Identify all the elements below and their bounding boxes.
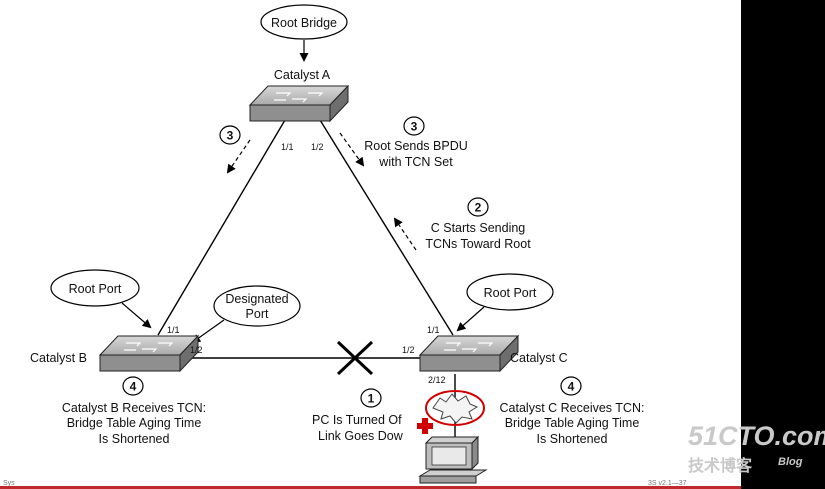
watermark-line1: 51CTO.com xyxy=(688,421,825,451)
catalyst-c-caption-line2: Bridge Table Aging Time xyxy=(505,416,640,430)
root-bridge-label: Root Bridge xyxy=(271,16,337,30)
step-3-right-dashed-arrow xyxy=(339,132,365,167)
catalyst-b-caption-line1: Catalyst B Receives TCN: xyxy=(62,401,206,415)
catalyst-c-port-top: 1/1 xyxy=(427,325,440,335)
catalyst-c-root-port-callout: Root Port xyxy=(456,273,554,332)
catalyst-c-caption-line1: Catalyst C Receives TCN: xyxy=(500,401,645,415)
step-2-text-line1: C Starts Sending xyxy=(431,221,526,235)
catalyst-b-port-top: 1/1 xyxy=(167,325,180,335)
step-1-badge: 1 xyxy=(360,388,382,408)
link-failure-burst-icon xyxy=(425,390,485,426)
svg-text:4: 4 xyxy=(130,380,137,394)
svg-text:1: 1 xyxy=(368,392,375,406)
designated-port-callout: Designated Port xyxy=(191,285,301,344)
catalyst-c-port-bottom: 2/12 xyxy=(428,375,446,385)
svg-text:Root Port: Root Port xyxy=(69,282,122,296)
step-3-right-badge: 3 xyxy=(403,116,425,136)
pc-icon xyxy=(418,435,488,484)
catalyst-a-switch-icon xyxy=(248,84,350,123)
step-1-text-line2: Link Goes Dow xyxy=(318,429,404,443)
catalyst-c-port-left: 1/2 xyxy=(402,345,415,355)
catalyst-a-port-right: 1/2 xyxy=(311,142,324,152)
catalyst-b-name: Catalyst B xyxy=(30,351,87,365)
catalyst-c-switch-icon xyxy=(418,334,520,373)
catalyst-c-caption-line3: Is Shortened xyxy=(537,432,608,446)
svg-text:2: 2 xyxy=(475,201,482,215)
step-1-text-line1: PC Is Turned Of xyxy=(312,413,402,427)
root-bridge-callout: Root Bridge xyxy=(260,4,348,62)
catalyst-b-port-right: 1/2 xyxy=(190,345,203,355)
red-cross-icon xyxy=(417,418,433,434)
catalyst-b-caption-line2: Bridge Table Aging Time xyxy=(67,416,202,430)
step-3-right-text-line2: with TCN Set xyxy=(378,155,453,169)
catalyst-c-name: Catalyst C xyxy=(510,351,568,365)
step-3-left-badge: 3 xyxy=(219,125,241,145)
blocked-link-x-icon xyxy=(336,340,374,376)
footer-right-text: 3S v2.1—37 xyxy=(648,480,687,487)
catalyst-c-step-4-badge: 4 xyxy=(560,376,582,396)
svg-text:3: 3 xyxy=(411,120,418,134)
svg-text:3: 3 xyxy=(227,129,234,143)
right-black-panel xyxy=(741,0,825,489)
catalyst-a-name: Catalyst A xyxy=(274,68,331,82)
watermark-line2: 技术博客 xyxy=(688,456,753,475)
link-a-to-b xyxy=(157,119,286,336)
svg-text:Root Port: Root Port xyxy=(484,286,537,300)
catalyst-b-step-4-badge: 4 xyxy=(122,376,144,396)
svg-text:Port: Port xyxy=(246,307,269,321)
catalyst-b-root-port-callout: Root Port xyxy=(50,269,152,329)
step-2-badge: 2 xyxy=(467,197,489,217)
svg-text:Designated: Designated xyxy=(225,292,288,306)
watermark-line3: Blog xyxy=(778,456,803,468)
step-3-right-text-line1: Root Sends BPDU xyxy=(364,139,468,153)
link-a-to-c xyxy=(319,119,454,336)
step-2-dashed-arrow xyxy=(393,217,417,251)
footer-left-text: Sys xyxy=(3,480,15,487)
step-2-text-line2: TCNs Toward Root xyxy=(425,237,531,251)
svg-text:4: 4 xyxy=(568,380,575,394)
bottom-red-rule xyxy=(0,486,741,489)
step-3-left-dashed-arrow xyxy=(226,139,251,174)
catalyst-b-switch-icon xyxy=(98,334,200,373)
catalyst-a-port-left: 1/1 xyxy=(281,142,294,152)
catalyst-b-caption-line3: Is Shortened xyxy=(99,432,170,446)
